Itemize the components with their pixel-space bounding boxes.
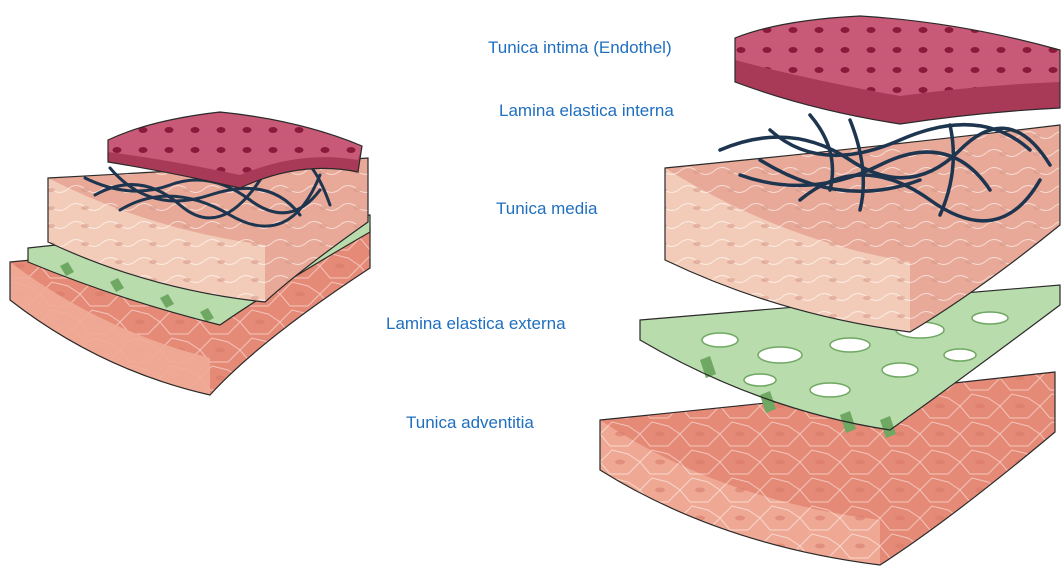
right-intima-layer: [735, 16, 1060, 124]
left-assembled-vessel: [10, 112, 370, 395]
right-exploded-vessel: [600, 16, 1060, 565]
label-tunica-media: Tunica media: [496, 199, 597, 219]
label-tunica-intima: Tunica intima (Endothel): [488, 38, 672, 58]
label-lamina-elastica-interna: Lamina elastica interna: [499, 101, 674, 121]
label-lamina-elastica-externa: Lamina elastica externa: [386, 314, 566, 334]
label-tunica-adventitia: Tunica adventitia: [406, 413, 534, 433]
